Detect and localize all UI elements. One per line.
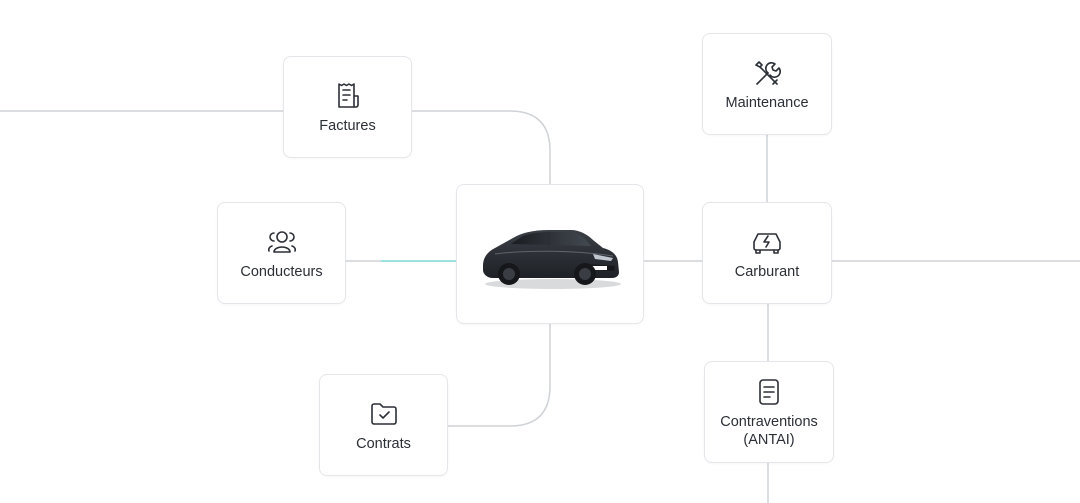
node-contraventions[interactable]: Contraventions (ANTAI) — [704, 361, 834, 463]
node-conducteurs[interactable]: Conducteurs — [217, 202, 346, 304]
car-image — [483, 230, 621, 289]
connector-factures-to-car — [412, 110, 551, 184]
node-label: Conducteurs — [240, 264, 323, 280]
drivers-icon — [265, 225, 299, 259]
node-maintenance[interactable]: Maintenance — [702, 33, 832, 135]
node-factures[interactable]: Factures — [283, 56, 412, 158]
node-label-line2: (ANTAI) — [743, 432, 795, 448]
node-label: Contrats — [356, 436, 411, 452]
node-label: Maintenance — [725, 95, 809, 111]
node-contrats[interactable]: Contrats — [319, 374, 448, 476]
folder-check-icon — [367, 397, 401, 431]
node-label-line1: Contraventions — [720, 414, 818, 430]
connector-car-to-contrats — [448, 324, 551, 427]
car-charging-icon — [750, 225, 784, 259]
node-vehicle[interactable] — [456, 184, 644, 324]
tools-icon — [750, 56, 784, 90]
node-label: Factures — [319, 118, 376, 134]
invoice-icon — [331, 79, 365, 113]
node-carburant[interactable]: Carburant — [702, 202, 832, 304]
document-icon — [752, 375, 786, 409]
node-label: Carburant — [734, 264, 800, 280]
